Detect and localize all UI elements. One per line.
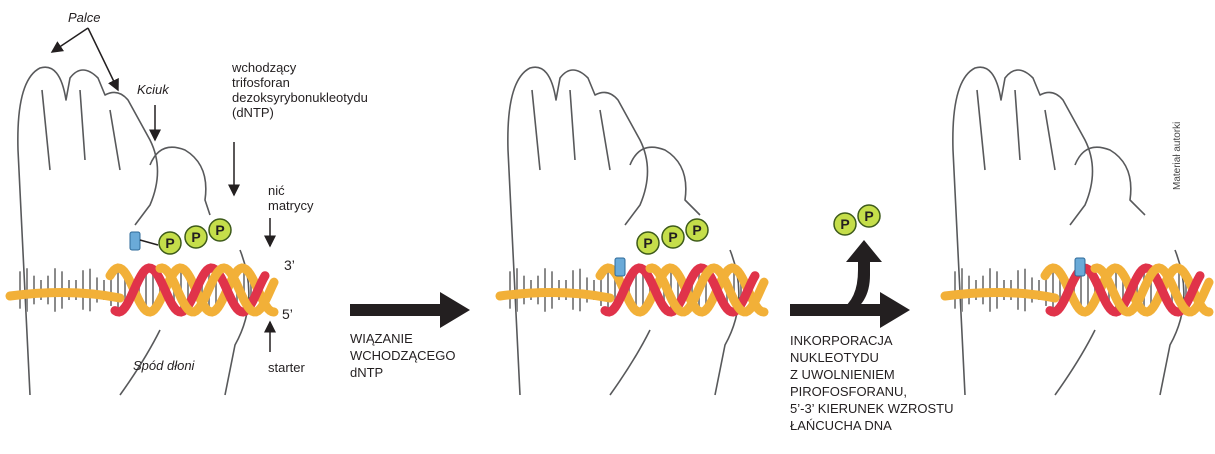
thumb-label: Kciuk	[137, 82, 169, 98]
incorporation-caption: INKORPORACJA NUKLEOTYDU Z UWOLNIENIEM PI…	[790, 332, 953, 434]
panel-3	[945, 67, 1209, 395]
svg-text:P: P	[643, 235, 652, 251]
incoming-nucleotide-icon	[130, 232, 140, 250]
dna-double-helix	[10, 268, 274, 312]
phosphate-icon: P	[159, 232, 181, 254]
phosphate-icon: P	[637, 232, 659, 254]
binding-arrow	[350, 292, 470, 328]
fingers-pointer	[88, 28, 118, 90]
template-strand-label: nić matrycy	[268, 183, 314, 213]
binding-caption: WIĄZANIE WCHODZĄCEGO dNTP	[350, 330, 455, 381]
fingers-outline	[508, 67, 648, 395]
template-strand-tail	[10, 292, 120, 298]
dna-double-helix	[500, 268, 764, 312]
dntp-label: wchodzący trifosforan dezoksyrybonukleot…	[232, 60, 368, 120]
phosphate-icon: P	[662, 226, 684, 248]
phosphate-icon: P	[686, 219, 708, 241]
svg-text:P: P	[864, 208, 873, 224]
image-credit: Materiał autorki	[1172, 122, 1183, 190]
finger-creases	[532, 90, 610, 170]
phosphate-icon: P	[834, 213, 856, 235]
palm-label: Spód dłoni	[133, 358, 194, 374]
five-prime-label: 5’	[282, 306, 293, 322]
finger-creases	[977, 90, 1055, 170]
fingers-outline	[953, 67, 1093, 395]
svg-text:P: P	[692, 222, 701, 238]
incoming-nucleotide-icon	[1075, 258, 1085, 276]
incoming-nucleotide-icon	[615, 258, 625, 276]
fingers-pointer	[52, 28, 88, 52]
svg-text:P: P	[191, 229, 200, 245]
phosphate-icon: P	[209, 219, 231, 241]
primer-label: starter	[268, 360, 305, 376]
template-strand-tail	[945, 292, 1055, 298]
phosphate-icon: P	[185, 226, 207, 248]
palm-outline	[610, 330, 650, 395]
svg-text:P: P	[215, 222, 224, 238]
polymerase-hand	[953, 67, 1184, 395]
svg-text:P: P	[840, 216, 849, 232]
phosphate-icon: P	[858, 205, 880, 227]
fingers-label: Palce	[68, 10, 101, 26]
svg-text:P: P	[668, 229, 677, 245]
svg-text:P: P	[165, 235, 174, 251]
three-prime-label: 3’	[284, 257, 295, 273]
fingers-outline	[18, 67, 158, 395]
palm-outline	[1055, 330, 1095, 395]
template-strand-tail	[500, 292, 610, 298]
finger-creases	[42, 90, 120, 170]
